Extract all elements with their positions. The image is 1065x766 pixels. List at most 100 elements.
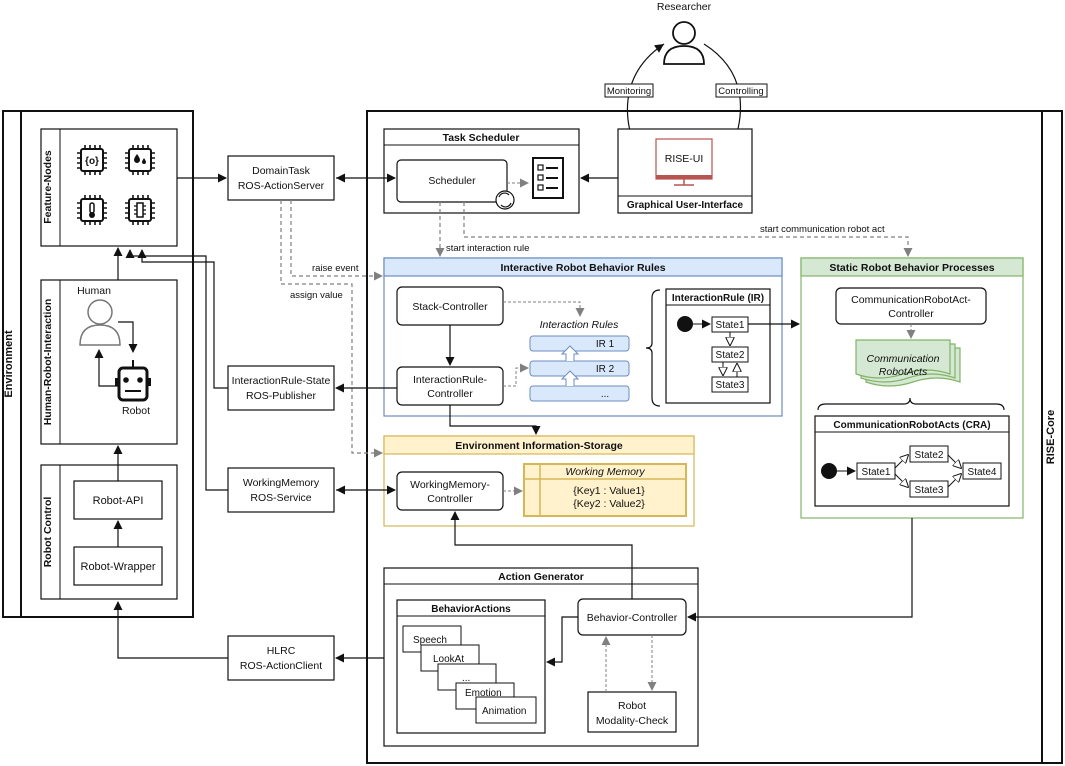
svg-text:State3: State3 [915,485,944,496]
scheduler-label: Scheduler [428,175,476,187]
svg-text:Communication: Communication [867,353,940,365]
srbp-title: Static Robot Behavior Processes [829,262,994,274]
scheduler-box [396,159,508,203]
task-scheduler-title: Task Scheduler [443,132,520,144]
researcher-group: Researcher Monitoring Controlling [604,1,768,155]
animation-box [475,696,537,724]
svg-text:ROS-Service: ROS-Service [250,492,311,504]
svg-text:{o}: {o} [85,156,99,167]
ir-state3 [711,376,749,393]
checklist-icon [532,157,564,199]
communication-robotacts-document-icon: Communication RobotActs [855,339,961,387]
assign-value-arrow [280,200,383,458]
modality-check-box [587,691,677,733]
feature-nodes-box: Feature-Nodes {o} [40,128,178,247]
svg-text:Robot: Robot [618,700,646,712]
start-interaction-rule-label: start interaction rule [446,243,529,254]
irbr-panel: Interactive Robot Behavior Rules Stack-C… [383,257,783,417]
action-generator-box: Action Generator BehaviorActions Speech … [383,567,699,747]
svg-text:Controller: Controller [427,493,473,505]
chip-droplet-icon [125,145,155,175]
rise-core-panel: RISE-Core [366,110,1063,764]
svg-text:Controller: Controller [888,308,934,320]
rise-ui-label: RISE-UI [665,153,704,165]
irstate-to-feature-arrow [137,249,228,389]
ir-more-box [529,385,630,402]
ir-state2 [711,346,749,363]
raise-event-label: raise event [312,263,359,274]
researcher-icon [663,21,705,65]
human-icon [79,299,121,346]
robot-wrapper-label: Robot-Wrapper [81,561,156,573]
srbp-panel: Static Robot Behavior Processes Communic… [800,257,1024,519]
human-label: Human [77,285,111,297]
gui-title: Graphical User-Interface [627,200,744,211]
cra-brace [817,397,1005,411]
assign-value-label: assign value [290,290,343,301]
chip-thermometer-icon [77,195,107,225]
svg-text:ROS-ActionServer: ROS-ActionServer [238,180,325,192]
svg-text:State2: State2 [716,350,745,361]
robot-api-box [73,480,163,520]
svg-text:Animation: Animation [482,706,526,717]
svg-text:State1: State1 [716,320,745,331]
svg-text:Behavior-Controller: Behavior-Controller [587,612,678,624]
controlling-label: Controlling [718,86,763,97]
svg-text:ROS-Publisher: ROS-Publisher [246,390,317,402]
eis-panel: Environment Information-Storage WorkingM… [383,435,695,527]
interactionrule-state-publisher-box: InteractionRule-State ROS-Publisher [227,365,335,411]
svg-text:LookAt: LookAt [433,654,464,665]
robot-control-box: Robot Control Robot-API Robot-Wrapper [40,464,178,600]
ir-brace [645,289,661,407]
svg-text:...: ... [601,389,609,400]
eis-title: Environment Information-Storage [455,440,623,452]
raise-event-arrow [290,200,383,281]
svg-text:HLRC: HLRC [267,645,296,657]
svg-text:State1: State1 [862,467,891,478]
task-scheduler-box: Task Scheduler Scheduler [383,128,580,214]
ir1-box [529,335,630,352]
human-robot-interaction-box: Human-Robot-Interaction Human Robot [40,279,178,445]
irbr-title: Interactive Robot Behavior Rules [500,262,665,274]
behavior-to-wm-arrow [450,511,633,599]
action-generator-title: Action Generator [498,571,584,583]
chip-code-icon: {o} [77,145,107,175]
interaction-rules-label: Interaction Rules [540,319,620,331]
svg-text:ROS-ActionClient: ROS-ActionClient [240,660,322,672]
controlling-label-box [715,83,768,98]
cra-state2 [909,445,949,463]
chip-sensor-icon [125,195,155,225]
svg-text:CommunicationRobotActs (CRA): CommunicationRobotActs (CRA) [833,420,990,431]
svg-text:Controller: Controller [427,388,473,400]
svg-text:Working Memory: Working Memory [565,466,645,478]
svg-text:BehaviorActions: BehaviorActions [431,604,511,615]
svg-text:State2: State2 [915,450,944,461]
robot-wrapper-box [73,546,163,586]
researcher-label: Researcher [657,1,712,13]
monitoring-label: Monitoring [607,86,651,97]
svg-text:InteractionRule-State: InteractionRule-State [232,375,331,387]
srbp-to-behavior-controller-arrow [687,518,913,622]
svg-text:WorkingMemory: WorkingMemory [243,477,320,489]
svg-text:Stack-Controller: Stack-Controller [412,301,488,313]
svg-text:State4: State4 [968,467,997,478]
workingmemory-service-box: WorkingMemory ROS-Service [227,467,335,513]
robot-api-label: Robot-API [93,495,144,507]
working-memory-box: Working Memory {Key1 : Value1} {Key2 : V… [523,463,687,517]
svg-text:{Key2 : Value2}: {Key2 : Value2} [573,498,645,510]
hlrc-actionclient-box: HLRC ROS-ActionClient [227,635,335,681]
domaintask-actionserver-box: DomainTask ROS-ActionServer [227,155,335,201]
ircontroller-to-eis-arrow [449,405,541,435]
svg-text:...: ... [462,673,470,684]
robot-icon [115,360,151,402]
wm-to-feature-arrow [125,249,228,491]
monitor-icon [655,138,713,186]
ir2-box [529,360,630,377]
svg-text:Speech: Speech [413,635,447,646]
svg-text:IR 2: IR 2 [596,364,615,375]
svg-text:DomainTask: DomainTask [252,165,311,177]
hri-title: Human-Robot-Interaction [42,299,54,426]
gui-box: Graphical User-Interface RISE-UI [617,128,753,214]
svg-text:InteractionRule-: InteractionRule- [413,374,488,386]
